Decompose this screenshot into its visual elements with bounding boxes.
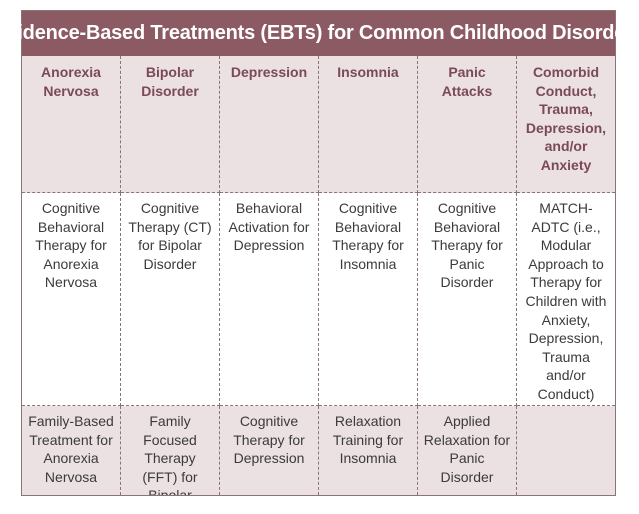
ebt-table: Evidence-Based Treatments (EBTs) for Com…: [0, 10, 639, 496]
table-grid: Anorexia Nervosa Bipolar Disorder Depres…: [22, 56, 615, 495]
table-cell: MATCH-ADTC (i.e., Modular Approach to Th…: [517, 193, 615, 406]
table-cell: Applied Relaxation for Panic Disorder: [418, 406, 517, 495]
table-cell: Relaxation Training for Insomnia: [319, 406, 418, 495]
header-depression: Depression: [220, 56, 319, 193]
table-title: Evidence-Based Treatments (EBTs) for Com…: [0, 11, 639, 56]
table-cell: Cognitive Therapy for Depression: [220, 406, 319, 495]
table-cell: Cognitive Behavioral Therapy for Anorexi…: [22, 193, 121, 406]
header-anorexia: Anorexia Nervosa: [22, 56, 121, 193]
header-panic-attacks: Panic Attacks: [418, 56, 517, 193]
table-cell: Cognitive Behavioral Therapy for Insomni…: [319, 193, 418, 406]
table-cell: Family-Based Treatment for Anorexia Nerv…: [22, 406, 121, 495]
header-insomnia: Insomnia: [319, 56, 418, 193]
table-cell: Family Focused Therapy (FFT) for Bipolar…: [121, 406, 220, 495]
table-cell: [517, 406, 615, 495]
header-bipolar: Bipolar Disorder: [121, 56, 220, 193]
table-cell: Behavioral Activation for Depression: [220, 193, 319, 406]
table-cell: Cognitive Behavioral Therapy for Panic D…: [418, 193, 517, 406]
header-comorbid: Comorbid Conduct, Trauma, Depression, an…: [517, 56, 615, 193]
table-cell: Cognitive Therapy (CT) for Bipolar Disor…: [121, 193, 220, 406]
